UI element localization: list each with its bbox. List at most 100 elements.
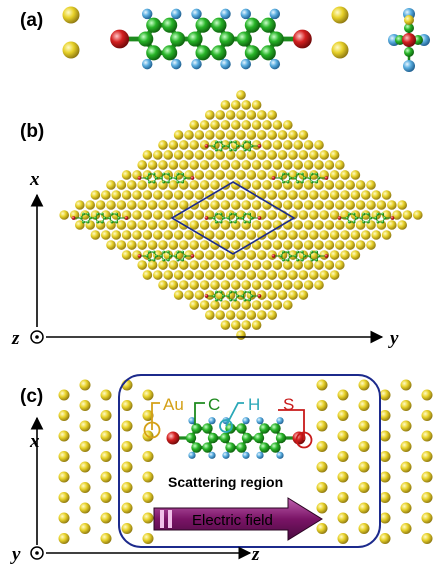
gold-atom	[121, 482, 133, 493]
gold-atom	[345, 220, 356, 230]
gold-atom	[236, 250, 246, 260]
gold-atom	[90, 230, 101, 240]
carbon-atom	[147, 250, 151, 254]
gold-atom	[379, 492, 391, 503]
carbon-atom	[115, 220, 119, 224]
carbon-atom	[110, 212, 114, 216]
gold-atom	[231, 120, 241, 130]
gold-atom	[277, 230, 288, 240]
carbon-atom	[293, 254, 297, 258]
gold-atom	[79, 420, 91, 432]
gold-atom	[288, 190, 298, 200]
gold-atom	[58, 492, 70, 503]
gold-atom	[314, 200, 324, 210]
gold-atom	[142, 492, 154, 503]
carbon-atom	[166, 258, 170, 262]
gold-atom	[147, 160, 158, 170]
gold-atom	[127, 240, 137, 250]
gold-atom	[298, 230, 309, 240]
carbon-atom	[293, 176, 297, 180]
sulfur-atom	[390, 216, 395, 220]
gold-atom	[142, 512, 154, 524]
gold-atom	[329, 150, 340, 160]
gold-atom	[358, 379, 370, 391]
carbon-atom	[374, 216, 378, 220]
carbon-atom	[236, 442, 247, 453]
gold-atom	[121, 250, 132, 260]
carbon-atom	[243, 140, 247, 144]
carbon-atom	[221, 294, 225, 298]
adsorbed-molecule	[204, 140, 262, 152]
carbon-atom	[233, 220, 237, 224]
carbon-atom	[195, 17, 211, 33]
carbon-atom	[244, 17, 260, 33]
carbon-atom	[300, 180, 304, 184]
gold-atom	[262, 300, 272, 310]
gold-atom	[241, 300, 251, 310]
gold-atom	[116, 200, 127, 210]
gold-atom	[153, 230, 163, 240]
hydrogen-atom	[269, 8, 281, 20]
gold-atom	[194, 130, 205, 140]
carbon-atom	[281, 250, 285, 254]
gold-atom	[101, 190, 111, 200]
gold-atom	[366, 180, 376, 190]
gold-atom	[184, 130, 194, 140]
carbon-atom	[152, 258, 156, 262]
sulfur-atom	[337, 216, 342, 220]
gold-atom	[345, 240, 356, 250]
gold-atom	[106, 220, 116, 230]
gold-atom	[121, 400, 133, 411]
hydrogen-atom	[276, 417, 284, 425]
gold-atom	[158, 220, 168, 230]
gold-atom	[387, 220, 397, 230]
gold-atom	[215, 310, 225, 320]
gold-atom	[163, 210, 173, 220]
carbon-atom	[233, 290, 237, 294]
gold-atom	[210, 300, 220, 310]
gold-atom	[205, 130, 215, 140]
gold-atom	[324, 220, 335, 230]
gold-atom	[262, 220, 272, 230]
gold-atom	[236, 230, 246, 240]
gold-atom	[337, 451, 349, 462]
gold-atom	[329, 190, 340, 200]
gold-atom	[246, 110, 257, 120]
gold-atom	[215, 250, 225, 260]
hydrogen-atom	[240, 8, 252, 20]
carbon-atom	[221, 144, 225, 148]
gold-atom	[189, 140, 199, 150]
gold-atom	[421, 430, 433, 442]
gold-atom	[95, 200, 106, 210]
gold-atom	[366, 200, 376, 210]
carbon-atom	[362, 212, 366, 216]
gold-atom	[267, 190, 278, 200]
carbon-atom	[288, 254, 292, 258]
carbon-atom	[303, 254, 307, 258]
gold-atom	[251, 320, 262, 330]
gold-atom	[283, 160, 293, 170]
gold-atom	[331, 41, 349, 59]
hydrogen-atom	[256, 451, 264, 459]
gold-atom	[387, 200, 397, 210]
gold-atom	[309, 150, 319, 160]
gold-atom	[293, 240, 304, 250]
carbon-atom	[146, 17, 162, 33]
hydrogen-atom	[188, 417, 196, 425]
hydrogen-atom	[242, 417, 250, 425]
gold-atom	[58, 451, 70, 462]
carbon-atom	[226, 216, 230, 220]
gold-atom	[194, 150, 205, 160]
gold-atom	[329, 250, 340, 260]
gold-atom	[215, 150, 225, 160]
gold-atom	[225, 310, 236, 320]
carbon-atom	[229, 212, 233, 216]
carbon-atom	[219, 220, 223, 224]
carbon-atom	[174, 176, 178, 180]
gold-atom	[189, 180, 199, 190]
gold-atom	[100, 533, 112, 544]
gold-atom	[262, 160, 272, 170]
carbon-atom	[212, 216, 216, 220]
gold-atom	[314, 240, 324, 250]
carbon-atom	[317, 176, 321, 180]
